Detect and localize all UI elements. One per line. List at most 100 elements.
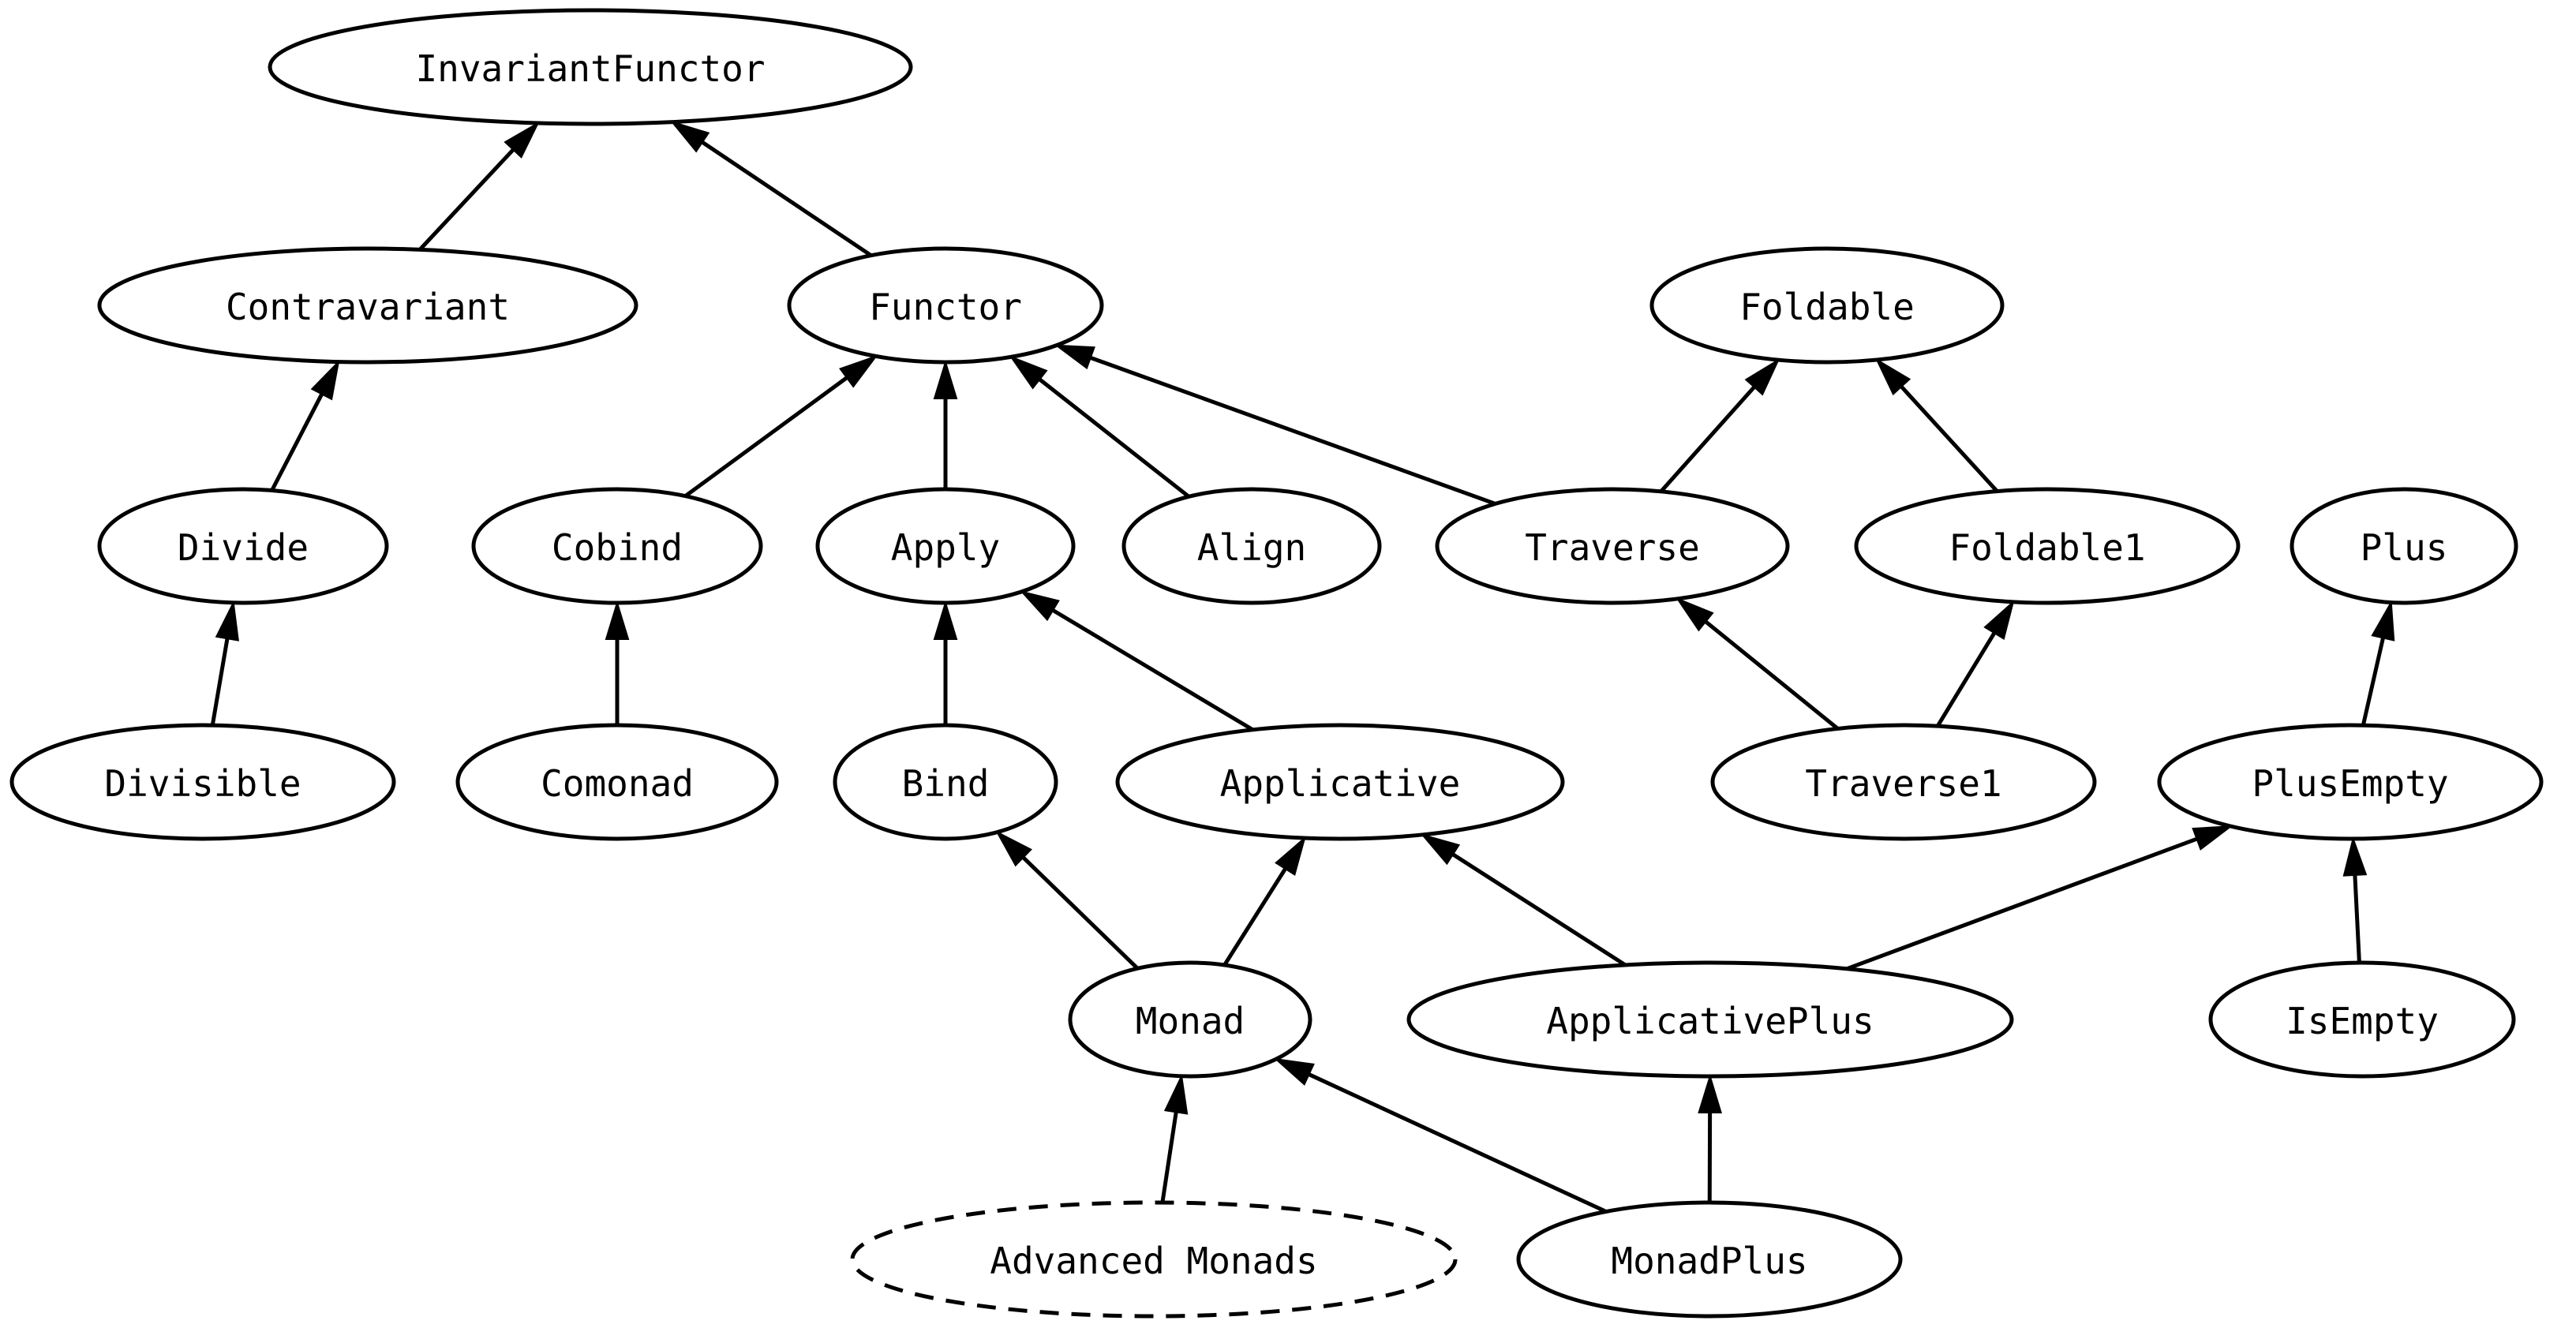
node-ellipse[interactable] xyxy=(850,1200,1458,1319)
node-ellipse[interactable] xyxy=(1068,960,1312,1079)
node-ellipse[interactable] xyxy=(471,487,763,605)
node-advancedmonads[interactable]: Advanced Monads xyxy=(850,1200,1458,1319)
node-traverse1[interactable]: Traverse1 xyxy=(1710,723,2097,841)
node-ellipse[interactable] xyxy=(97,246,638,365)
node-ellipse[interactable] xyxy=(1435,487,1790,605)
node-divide[interactable]: Divide xyxy=(97,487,389,605)
edge-align-to-functor xyxy=(1009,355,1190,499)
arrowhead-icon xyxy=(1744,357,1780,396)
node-label: Divisible xyxy=(104,762,301,805)
node-divisible[interactable]: Divisible xyxy=(9,723,396,841)
edge-line xyxy=(1900,385,1999,493)
node-label: ApplicativePlus xyxy=(1546,1000,1874,1042)
edge-contravariant-to-invariantfunctor xyxy=(418,121,541,252)
node-ellipse[interactable] xyxy=(2208,960,2516,1079)
node-contravariant[interactable]: Contravariant xyxy=(97,246,638,365)
edge-line xyxy=(683,376,848,498)
node-ellipse[interactable] xyxy=(2290,487,2518,605)
edge-line xyxy=(1160,1111,1178,1203)
node-ellipse[interactable] xyxy=(1115,723,1565,841)
node-ellipse[interactable] xyxy=(1854,487,2241,605)
node-label: InvariantFunctor xyxy=(415,47,765,90)
node-label: Monad xyxy=(1136,1000,1245,1042)
edge-line xyxy=(1021,855,1140,971)
edge-line xyxy=(210,638,230,726)
node-cobind[interactable]: Cobind xyxy=(471,487,763,605)
edge-applicativeplus-to-plusempty xyxy=(1846,825,2233,971)
node-ellipse[interactable] xyxy=(268,8,913,126)
edge-line xyxy=(1451,852,1627,967)
edge-comonad-to-cobind xyxy=(605,600,630,725)
node-plusempty[interactable]: PlusEmpty xyxy=(2157,723,2544,841)
node-ellipse[interactable] xyxy=(1516,1200,1903,1319)
arrowhead-icon xyxy=(933,359,958,399)
node-ellipse[interactable] xyxy=(9,723,396,841)
node-ellipse[interactable] xyxy=(1121,487,1382,605)
node-label: Traverse xyxy=(1525,526,1700,569)
node-plus[interactable]: Plus xyxy=(2290,487,2518,605)
node-foldable1[interactable]: Foldable1 xyxy=(1854,487,2241,605)
node-label: Bind xyxy=(902,762,990,805)
node-monadplus[interactable]: MonadPlus xyxy=(1516,1200,1903,1319)
node-ellipse[interactable] xyxy=(833,723,1058,841)
node-label: Divide xyxy=(178,526,309,569)
edge-applicativeplus-to-applicative xyxy=(1420,833,1627,967)
node-ellipse[interactable] xyxy=(97,487,389,605)
node-functor[interactable]: Functor xyxy=(787,246,1104,365)
edge-line xyxy=(1051,608,1254,731)
arrowhead-icon xyxy=(2371,600,2395,642)
arrowhead-icon xyxy=(1009,355,1048,390)
node-comonad[interactable]: Comonad xyxy=(455,723,779,841)
arrowhead-icon xyxy=(1275,836,1306,877)
edge-line xyxy=(1038,377,1190,499)
arrowhead-icon xyxy=(1163,1073,1189,1115)
node-applicative[interactable]: Applicative xyxy=(1115,723,1565,841)
node-traverse[interactable]: Traverse xyxy=(1435,487,1790,605)
node-label: Align xyxy=(1197,526,1306,569)
node-invariantfunctor[interactable]: InvariantFunctor xyxy=(268,8,913,126)
edges-layer xyxy=(210,120,2395,1214)
edge-line xyxy=(2353,874,2361,963)
node-label: Foldable1 xyxy=(1949,526,2145,569)
arrowhead-icon xyxy=(1698,1073,1722,1114)
edge-traverse1-to-foldable1 xyxy=(1935,599,2015,728)
node-foldable[interactable]: Foldable xyxy=(1649,246,2005,365)
arrowhead-icon xyxy=(310,359,340,401)
node-isempty[interactable]: IsEmpty xyxy=(2208,960,2516,1079)
edge-applicative-to-apply xyxy=(1019,590,1254,731)
edge-line xyxy=(701,140,873,257)
node-ellipse[interactable] xyxy=(815,487,1076,605)
edge-traverse1-to-traverse xyxy=(1675,597,1840,731)
node-ellipse[interactable] xyxy=(2157,723,2544,841)
arrowhead-icon xyxy=(1054,344,1095,370)
node-ellipse[interactable] xyxy=(1649,246,2005,365)
node-ellipse[interactable] xyxy=(1710,723,2097,841)
node-monad[interactable]: Monad xyxy=(1068,960,1312,1079)
node-label: Apply xyxy=(891,526,1000,569)
node-ellipse[interactable] xyxy=(455,723,779,841)
node-align[interactable]: Align xyxy=(1121,487,1382,605)
node-apply[interactable]: Apply xyxy=(815,487,1076,605)
edge-monad-to-applicative xyxy=(1222,836,1306,967)
node-ellipse[interactable] xyxy=(1406,960,2014,1079)
arrowhead-icon xyxy=(1983,599,2015,640)
arrowhead-icon xyxy=(933,600,958,640)
node-ellipse[interactable] xyxy=(787,246,1104,365)
node-label: Plus xyxy=(2361,526,2448,569)
edge-apply-to-functor xyxy=(933,359,958,489)
node-applicativeplus[interactable]: ApplicativePlus xyxy=(1406,960,2014,1079)
edge-line xyxy=(1089,355,1496,506)
node-label: Foldable xyxy=(1739,286,1915,328)
node-label: Cobind xyxy=(552,526,683,569)
edge-line xyxy=(270,393,324,492)
arrowhead-icon xyxy=(839,354,878,388)
edge-line xyxy=(2361,637,2385,726)
arrowhead-icon xyxy=(669,120,710,153)
edge-line xyxy=(1846,836,2198,971)
node-label: IsEmpty xyxy=(2286,1000,2439,1042)
node-label: Traverse1 xyxy=(1805,762,2001,805)
node-bind[interactable]: Bind xyxy=(833,723,1058,841)
edge-line xyxy=(1935,631,1997,728)
